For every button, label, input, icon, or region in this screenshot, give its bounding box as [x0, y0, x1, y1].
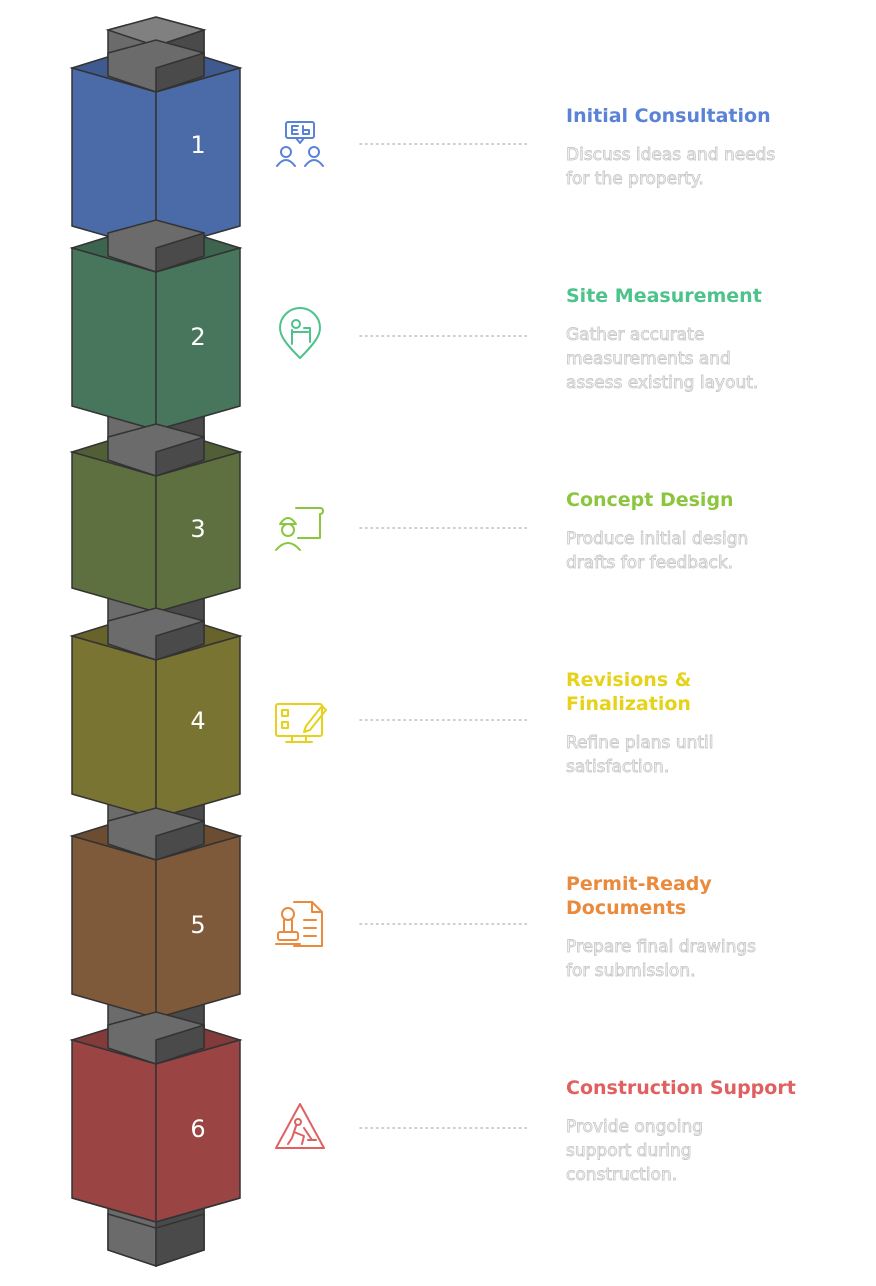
step-title: Construction Support — [566, 1077, 796, 1099]
step-title-line: Construction Support — [566, 1077, 796, 1099]
step-block — [69, 219, 243, 431]
step-description: Produce initial design drafts for feedbac… — [566, 529, 748, 573]
center-post-base — [71, 1197, 241, 1268]
step-description-line: assess existing layout. — [566, 373, 758, 393]
step-description-line: Produce initial design — [566, 529, 748, 549]
step-title-line: Documents — [566, 897, 686, 919]
step-title-line: Site Measurement — [566, 285, 762, 307]
step-block — [69, 423, 243, 613]
step-title: Initial Consultation — [566, 105, 771, 127]
step-title-line: Concept Design — [566, 489, 734, 511]
architect-blueprint-icon — [275, 507, 324, 551]
step-description-line: construction. — [566, 1165, 677, 1185]
step-description: Refine plans until satisfaction. — [566, 733, 713, 777]
step-description-line: Prepare final drawings — [566, 937, 756, 957]
step-description: Gather accurate measurements and assess ex… — [566, 325, 758, 393]
step-block — [69, 1011, 243, 1223]
step-title: Site Measurement — [566, 285, 762, 307]
measurement-location-pin-icon — [279, 307, 321, 359]
step-title-line: Finalization — [566, 693, 691, 715]
document-stamp-icon — [275, 901, 323, 947]
step-block — [69, 607, 243, 819]
step-description: Provide ongoing support during constructio… — [566, 1117, 703, 1185]
step-title: Revisions &Finalization — [566, 669, 691, 715]
step-description-line: for submission. — [566, 961, 696, 981]
step-number: 1 — [190, 131, 205, 159]
step-title-line: Revisions & — [566, 669, 691, 691]
consultation-people-icon — [276, 121, 324, 167]
step-description-line: Gather accurate — [566, 325, 704, 345]
step-description-line: support during — [566, 1141, 692, 1161]
step-title-line: Initial Consultation — [566, 105, 771, 127]
step-block — [69, 39, 243, 251]
step-number: 5 — [190, 911, 205, 939]
step-description-line: measurements and — [566, 349, 731, 369]
step-description-line: Discuss ideas and needs — [566, 145, 775, 165]
step-description-line: drafts for feedback. — [566, 553, 733, 573]
step-block — [69, 807, 243, 1019]
step-description: Prepare final drawings for submission. — [566, 937, 756, 981]
step-description-line: for the property. — [566, 169, 704, 189]
step-description-line: Provide ongoing — [566, 1117, 703, 1137]
step-number: 4 — [190, 707, 205, 735]
step-description-line: satisfaction. — [566, 757, 669, 777]
step-title: Concept Design — [566, 489, 734, 511]
design-edit-monitor-icon — [275, 703, 327, 743]
step-number: 3 — [190, 515, 205, 543]
step-number: 2 — [190, 323, 205, 351]
step-description-line: Refine plans until — [566, 733, 713, 753]
construction-warning-icon — [275, 1103, 325, 1149]
step-title-line: Permit-Ready — [566, 873, 712, 895]
step-description: Discuss ideas and needs for the property. — [566, 145, 775, 189]
step-number: 6 — [190, 1115, 205, 1143]
